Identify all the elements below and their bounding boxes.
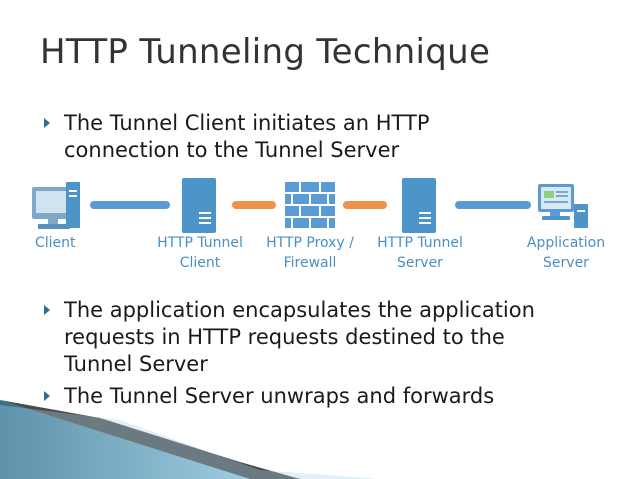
- server-tower-icon: [182, 178, 216, 233]
- node-label-proxy-firewall: HTTP Proxy / Firewall: [266, 235, 354, 271]
- bullet-text-line: requests in HTTP requests destined to th…: [64, 325, 505, 349]
- node-label-client: Client: [35, 235, 76, 251]
- connector-tunnelserver-app: [455, 201, 531, 209]
- bullet-arrow-icon: [44, 118, 50, 128]
- bullet-item: The Tunnel Server unwraps and forwards: [44, 383, 604, 410]
- connector-client-tunnelclient: [90, 201, 170, 209]
- node-label-tunnel-client: HTTP Tunnel Client: [157, 235, 243, 271]
- top-bullet-list: The Tunnel Client initiates an HTTP conn…: [44, 110, 604, 169]
- bullet-arrow-icon: [44, 305, 50, 315]
- connector-tunnelclient-proxy: [232, 201, 276, 209]
- bullet-text-line: The application encapsulates the applica…: [64, 298, 535, 322]
- bottom-bullet-list: The application encapsulates the applica…: [44, 297, 604, 415]
- bullet-arrow-icon: [44, 391, 50, 401]
- bullet-text-line: The Tunnel Server unwraps and forwards: [64, 384, 495, 408]
- tunnel-diagram: [32, 178, 588, 233]
- application-server-icon: [538, 184, 588, 228]
- bullet-text-line: Tunnel Server: [64, 352, 208, 376]
- bullet-item: The Tunnel Client initiates an HTTP conn…: [44, 110, 604, 164]
- node-label-application-server: Application Server: [526, 235, 606, 271]
- bullet-item: The application encapsulates the applica…: [44, 297, 604, 378]
- computer-icon: [32, 182, 80, 229]
- firewall-icon: [285, 182, 335, 228]
- connector-proxy-tunnelserver: [343, 201, 387, 209]
- server-tower-icon: [402, 178, 436, 233]
- slide-title: HTTP Tunneling Technique: [40, 32, 491, 72]
- bullet-text-line: The Tunnel Client initiates an HTTP: [64, 111, 430, 135]
- bullet-text-line: connection to the Tunnel Server: [64, 138, 400, 162]
- node-label-tunnel-server: HTTP Tunnel Server: [377, 235, 463, 271]
